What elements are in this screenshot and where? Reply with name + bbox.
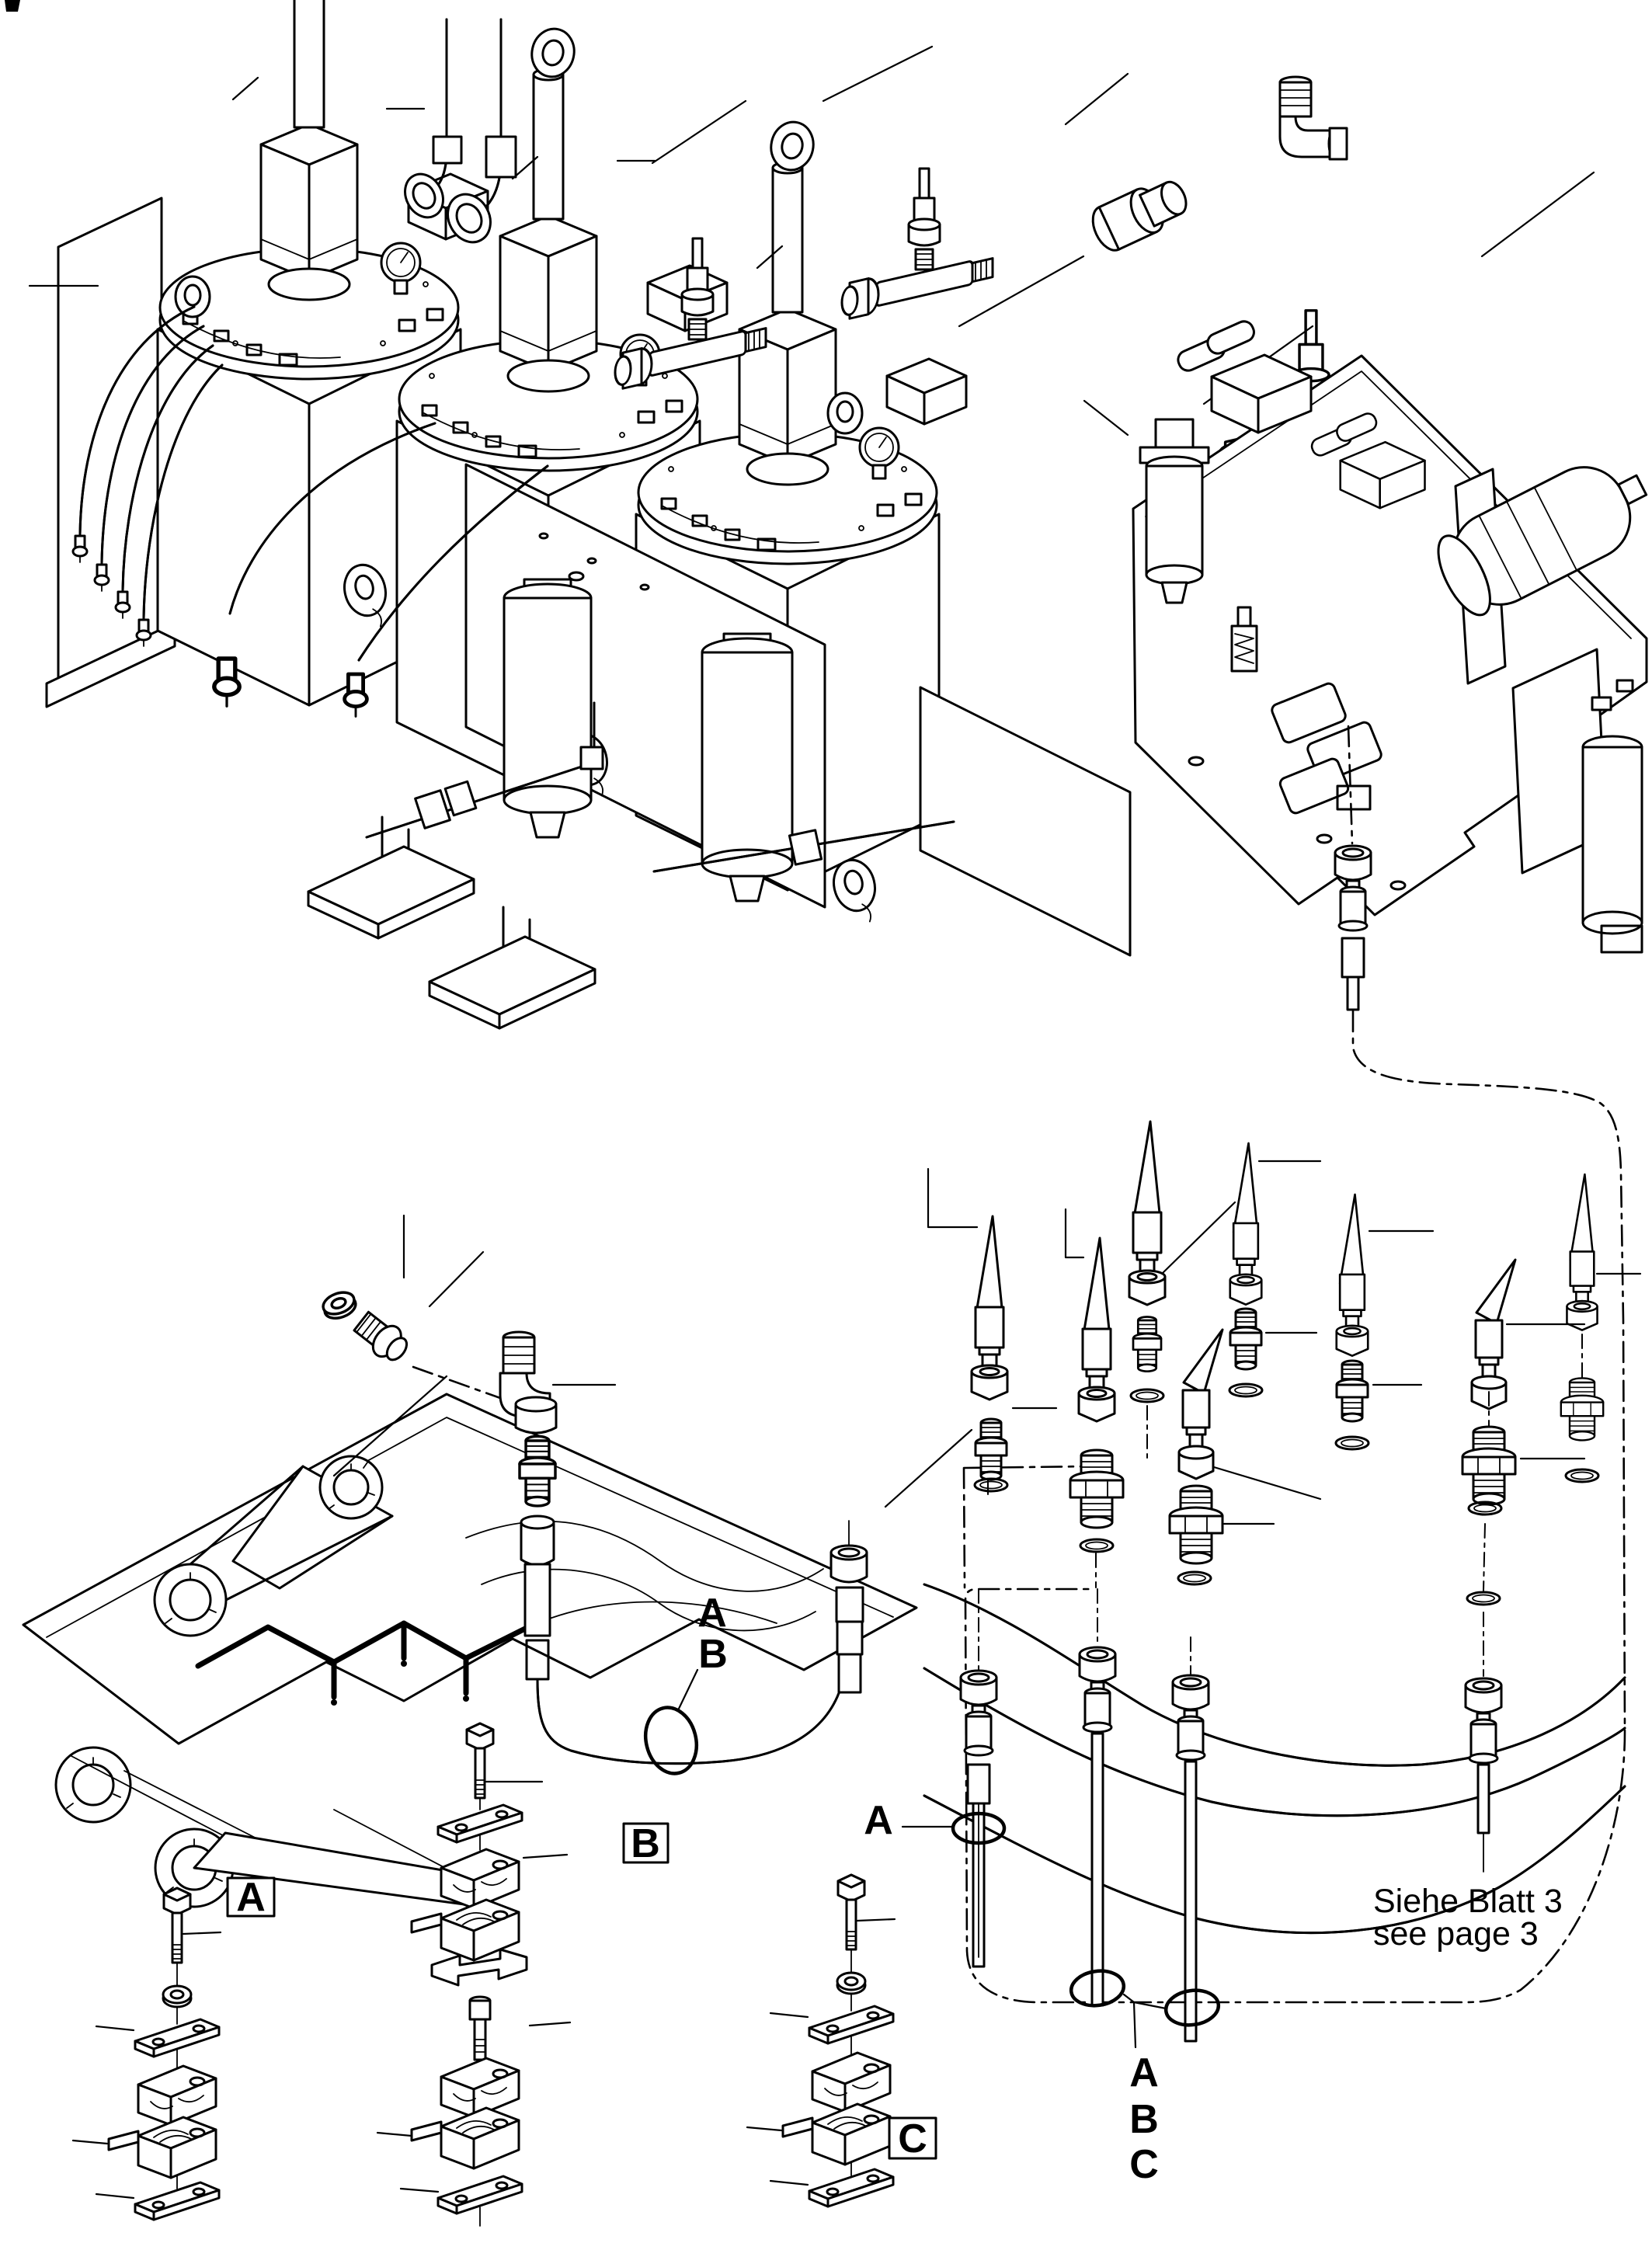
clamp-stack-c	[747, 1875, 895, 2207]
elbow-fitting	[1278, 75, 1348, 161]
bulkhead-adapter	[1069, 1448, 1125, 1529]
leader-line	[385, 107, 656, 162]
position-circle-b	[1069, 1969, 1126, 2008]
note-line-2: see page 3	[1373, 1915, 1539, 1953]
leader-line	[402, 1214, 617, 1386]
hose-callout-b: B	[698, 1632, 728, 1677]
position-circle-a	[951, 1811, 1007, 1845]
note-line-1: Siehe Blatt 3	[1373, 1883, 1563, 1920]
position-circle-c	[1163, 1988, 1221, 2027]
o-ring	[1177, 1570, 1212, 1586]
leader-line	[332, 1375, 448, 1477]
spray-nozzle-slanted	[1470, 1258, 1517, 1410]
bulkhead-adapter	[1168, 1484, 1224, 1565]
bulkhead-adapter	[1461, 1425, 1517, 1506]
stacked-callout-c: C	[1129, 2142, 1159, 2187]
a-frame-bracket	[153, 1455, 394, 1637]
spray-nozzle	[970, 1215, 1009, 1401]
corner-crop-mark	[5, 0, 20, 12]
leader-line	[1083, 171, 1595, 436]
relief-valve	[1230, 606, 1258, 673]
hose-nut-end-right	[829, 1520, 868, 1694]
pipe-b	[1069, 1646, 1126, 2008]
pipe-a	[951, 1669, 1007, 1968]
spray-nozzle	[1229, 1142, 1263, 1306]
filter-canister-2	[701, 632, 794, 902]
centerline	[412, 1365, 502, 1400]
solenoid-cluster	[1271, 682, 1382, 815]
hose-assembly	[318, 1214, 868, 1775]
spray-nozzle	[1335, 1193, 1369, 1358]
elbow-adapter	[499, 1330, 558, 1435]
nozzle-adapter	[1229, 1307, 1263, 1371]
filter-canister-1	[503, 578, 593, 839]
track-rollers	[54, 1746, 499, 1908]
leader-line	[1122, 1993, 1167, 2049]
pipe-c	[1163, 1674, 1221, 2043]
plug-fitting	[353, 1310, 409, 1362]
boxed-label-a: A	[226, 1875, 276, 1920]
clamp-stack-middle	[376, 1722, 572, 2227]
boxed-label-b-text: B	[631, 1821, 660, 1866]
valve-manifold-unit	[1083, 171, 1648, 1011]
boxed-label-a-text: A	[236, 1875, 266, 1920]
loop-marker-b	[644, 1706, 698, 1775]
sealing-washer	[318, 1287, 360, 1324]
tee-fitting	[840, 167, 994, 322]
marked-pipes	[901, 1646, 1503, 2049]
fittings-row	[614, 45, 1391, 514]
hose-nut-end	[520, 1515, 555, 1681]
hose-marker-band	[1341, 937, 1365, 979]
spray-nozzle	[1077, 1236, 1116, 1423]
z-bracket	[430, 1948, 528, 1987]
tank-pipe-runs	[365, 701, 955, 873]
pipe-to-page-3	[1464, 1677, 1503, 1873]
o-ring	[1466, 1591, 1501, 1606]
stud-bolt	[468, 1995, 492, 2061]
nozzle-adapter	[518, 1435, 557, 1508]
union-coupling	[1091, 180, 1188, 252]
i-beam-foot	[428, 906, 596, 1030]
hose-callout-a: A	[697, 1591, 727, 1636]
nozzle-adapter	[1132, 1316, 1163, 1373]
see-page-note: Siehe Blatt 3 see page 3	[1373, 1883, 1563, 1953]
pump-canister-unit	[1511, 648, 1643, 954]
spray-nozzle-set	[884, 1120, 1642, 1935]
leader-line	[677, 1668, 699, 1710]
o-ring	[1564, 1468, 1600, 1483]
track-frame-assembly	[22, 1375, 918, 1908]
i-beam-foot	[307, 816, 475, 940]
leader-line	[884, 1160, 1642, 1525]
solenoid-valve-block	[1174, 317, 1313, 434]
o-ring	[1228, 1382, 1264, 1398]
nozzle-adapter	[974, 1417, 1008, 1481]
nozzle-hoses	[923, 1583, 1626, 1935]
tank-hoses	[71, 305, 549, 716]
lifting-eye	[174, 275, 864, 435]
nozzle-adapter	[1335, 1359, 1369, 1423]
boxed-label-c: C	[888, 2116, 937, 2161]
spray-nozzle-slanted	[1177, 1328, 1224, 1480]
o-ring	[1129, 1388, 1165, 1403]
o-ring	[1334, 1435, 1370, 1451]
pipe-stub	[1346, 975, 1360, 1011]
clamp-stack-a	[73, 1888, 221, 2220]
pipe-callout-a: A	[864, 1798, 893, 1843]
spray-nozzle	[1566, 1173, 1598, 1331]
pump-tank-assembly	[28, 0, 1132, 1030]
boxed-label-c-text: C	[898, 2116, 927, 2161]
boxed-label-b: B	[622, 1821, 669, 1866]
filter-regulator	[1139, 418, 1210, 604]
bulkhead-adapter	[1560, 1377, 1605, 1441]
spray-nozzle	[1128, 1120, 1167, 1306]
pump-motor	[1437, 466, 1648, 617]
stacked-callout-b: B	[1129, 2097, 1159, 2142]
grease-line-piping	[195, 1601, 777, 1706]
stacked-callout-a: A	[1129, 2050, 1159, 2095]
bent-pipe-pair	[385, 18, 656, 244]
centerline	[1347, 725, 1354, 845]
dash-dot-boundary	[962, 1010, 1626, 2004]
o-ring	[1079, 1538, 1115, 1553]
